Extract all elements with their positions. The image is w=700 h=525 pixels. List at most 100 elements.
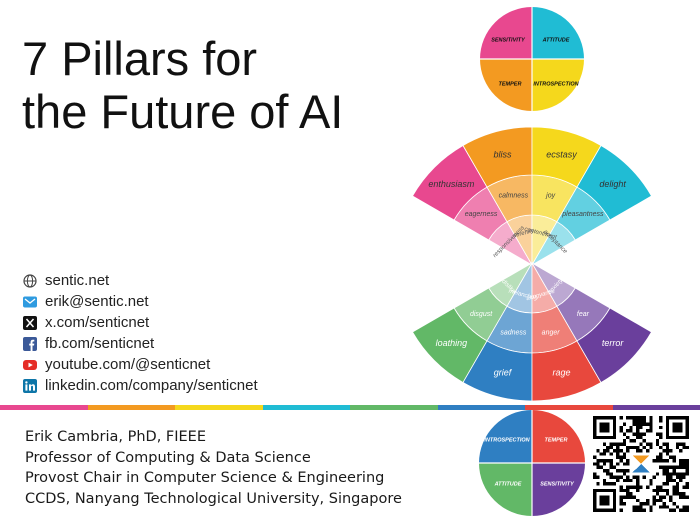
- qr-module: [609, 459, 613, 463]
- author-name: Erik Cambria, PhD, FIEEE: [25, 429, 207, 445]
- qr-module: [616, 455, 620, 460]
- qr-module: [649, 505, 653, 509]
- qr-module: [682, 459, 686, 463]
- qr-module: [596, 462, 600, 466]
- link-facebook[interactable]: fb.com/senticnet: [23, 333, 258, 354]
- qr-module: [619, 416, 623, 420]
- top-circle-label: INTROSPECTION: [533, 81, 579, 87]
- qr-module: [593, 472, 597, 476]
- qr-module: [669, 449, 673, 453]
- qr-module: [662, 502, 666, 506]
- qr-module: [612, 482, 617, 486]
- qr-module: [599, 452, 603, 456]
- qr-module: [606, 468, 610, 473]
- author-block: Erik Cambria, PhD, FIEEE Professor of Co…: [25, 427, 402, 509]
- qr-module: [679, 492, 683, 496]
- qr-module: [645, 498, 650, 503]
- qr-module: [619, 429, 623, 433]
- qr-module: [685, 468, 689, 473]
- link-x[interactable]: x.com/senticnet: [23, 312, 258, 333]
- qr-module: [632, 485, 637, 489]
- qr-module: [602, 442, 607, 446]
- lower-outer-label: rage: [552, 367, 570, 377]
- qr-module: [636, 449, 640, 453]
- qr-module: [682, 508, 686, 512]
- qr-module: [672, 468, 676, 473]
- qr-module: [632, 416, 637, 420]
- lower-outer-label: loathing: [436, 338, 468, 348]
- qr-module: [652, 475, 656, 479]
- link-linkedin[interactable]: linkedin.com/company/senticnet: [23, 375, 258, 396]
- qr-module: [655, 439, 660, 443]
- author-title: Professor of Computing & Data Science: [25, 449, 311, 466]
- upper-outer-label: delight: [599, 179, 626, 189]
- qr-module: [629, 429, 633, 433]
- youtube-icon: [23, 359, 37, 370]
- qr-module: [655, 472, 660, 476]
- stripe-segment: [437, 405, 526, 410]
- qr-module: [659, 452, 663, 456]
- qr-module: [619, 475, 623, 479]
- bottom-circle-label: TEMPER: [545, 437, 568, 443]
- qr-module: [599, 422, 610, 433]
- qr-module: [599, 495, 610, 506]
- link-email[interactable]: erik@sentic.net: [23, 291, 258, 312]
- qr-module: [672, 472, 676, 476]
- qr-module: [669, 475, 673, 479]
- link-email-text[interactable]: erik@sentic.net: [45, 293, 149, 310]
- link-website[interactable]: sentic.net: [23, 270, 258, 291]
- qr-module: [639, 416, 643, 420]
- qr-module: [612, 475, 617, 479]
- qr-module: [659, 505, 663, 509]
- qr-module: [602, 462, 607, 466]
- link-website-text[interactable]: sentic.net: [45, 272, 110, 289]
- qr-module: [596, 482, 600, 486]
- qr-module: [649, 422, 653, 426]
- qr-module: [669, 498, 673, 503]
- stripe-segment: [175, 405, 264, 410]
- qr-module: [612, 442, 617, 446]
- qr-module: [639, 435, 643, 440]
- qr-module: [655, 432, 660, 436]
- qr-module: [642, 445, 646, 450]
- stripe-segment: [87, 405, 176, 410]
- link-linkedin-text[interactable]: linkedin.com/company/senticnet: [45, 377, 258, 394]
- qr-module: [662, 459, 666, 463]
- qr-module: [675, 492, 680, 496]
- link-x-text[interactable]: x.com/senticnet: [45, 314, 150, 331]
- qr-module: [632, 505, 637, 509]
- qr-module: [659, 488, 663, 493]
- qr-module: [619, 449, 623, 453]
- link-youtube-text[interactable]: youtube.com/@senticnet: [45, 356, 211, 373]
- qr-module: [622, 462, 627, 466]
- qr-module: [619, 485, 623, 489]
- upper-mid-label: eagerness: [465, 211, 498, 218]
- link-facebook-text[interactable]: fb.com/senticnet: [45, 335, 155, 352]
- qr-module: [609, 442, 613, 446]
- qr-module: [632, 432, 637, 436]
- upper-fan-segment: [576, 144, 653, 221]
- qr-module: [626, 492, 630, 496]
- qr-module: [629, 492, 633, 496]
- qr-module: [649, 445, 653, 450]
- qr-module: [679, 478, 683, 483]
- bottom-circle-quadrant: [532, 410, 585, 463]
- qr-module: [636, 505, 640, 509]
- qr-module: [659, 455, 663, 460]
- qr-module: [639, 432, 643, 436]
- link-youtube[interactable]: youtube.com/@senticnet: [23, 354, 258, 375]
- qr-module: [602, 449, 607, 453]
- qr-module: [626, 478, 630, 483]
- qr-module: [636, 445, 640, 450]
- qr-code: [593, 416, 689, 512]
- qr-module: [636, 432, 640, 436]
- qr-logo-bottom: [632, 464, 650, 473]
- qr-module: [659, 416, 663, 420]
- qr-module: [632, 422, 637, 426]
- bottom-circle-label: ATTITUDE: [494, 481, 522, 487]
- qr-module: [636, 475, 640, 479]
- upper-outer-label: bliss: [493, 149, 512, 159]
- upper-mid-label: pleasantness: [561, 211, 604, 218]
- qr-module: [636, 482, 640, 486]
- qr-module: [645, 502, 650, 506]
